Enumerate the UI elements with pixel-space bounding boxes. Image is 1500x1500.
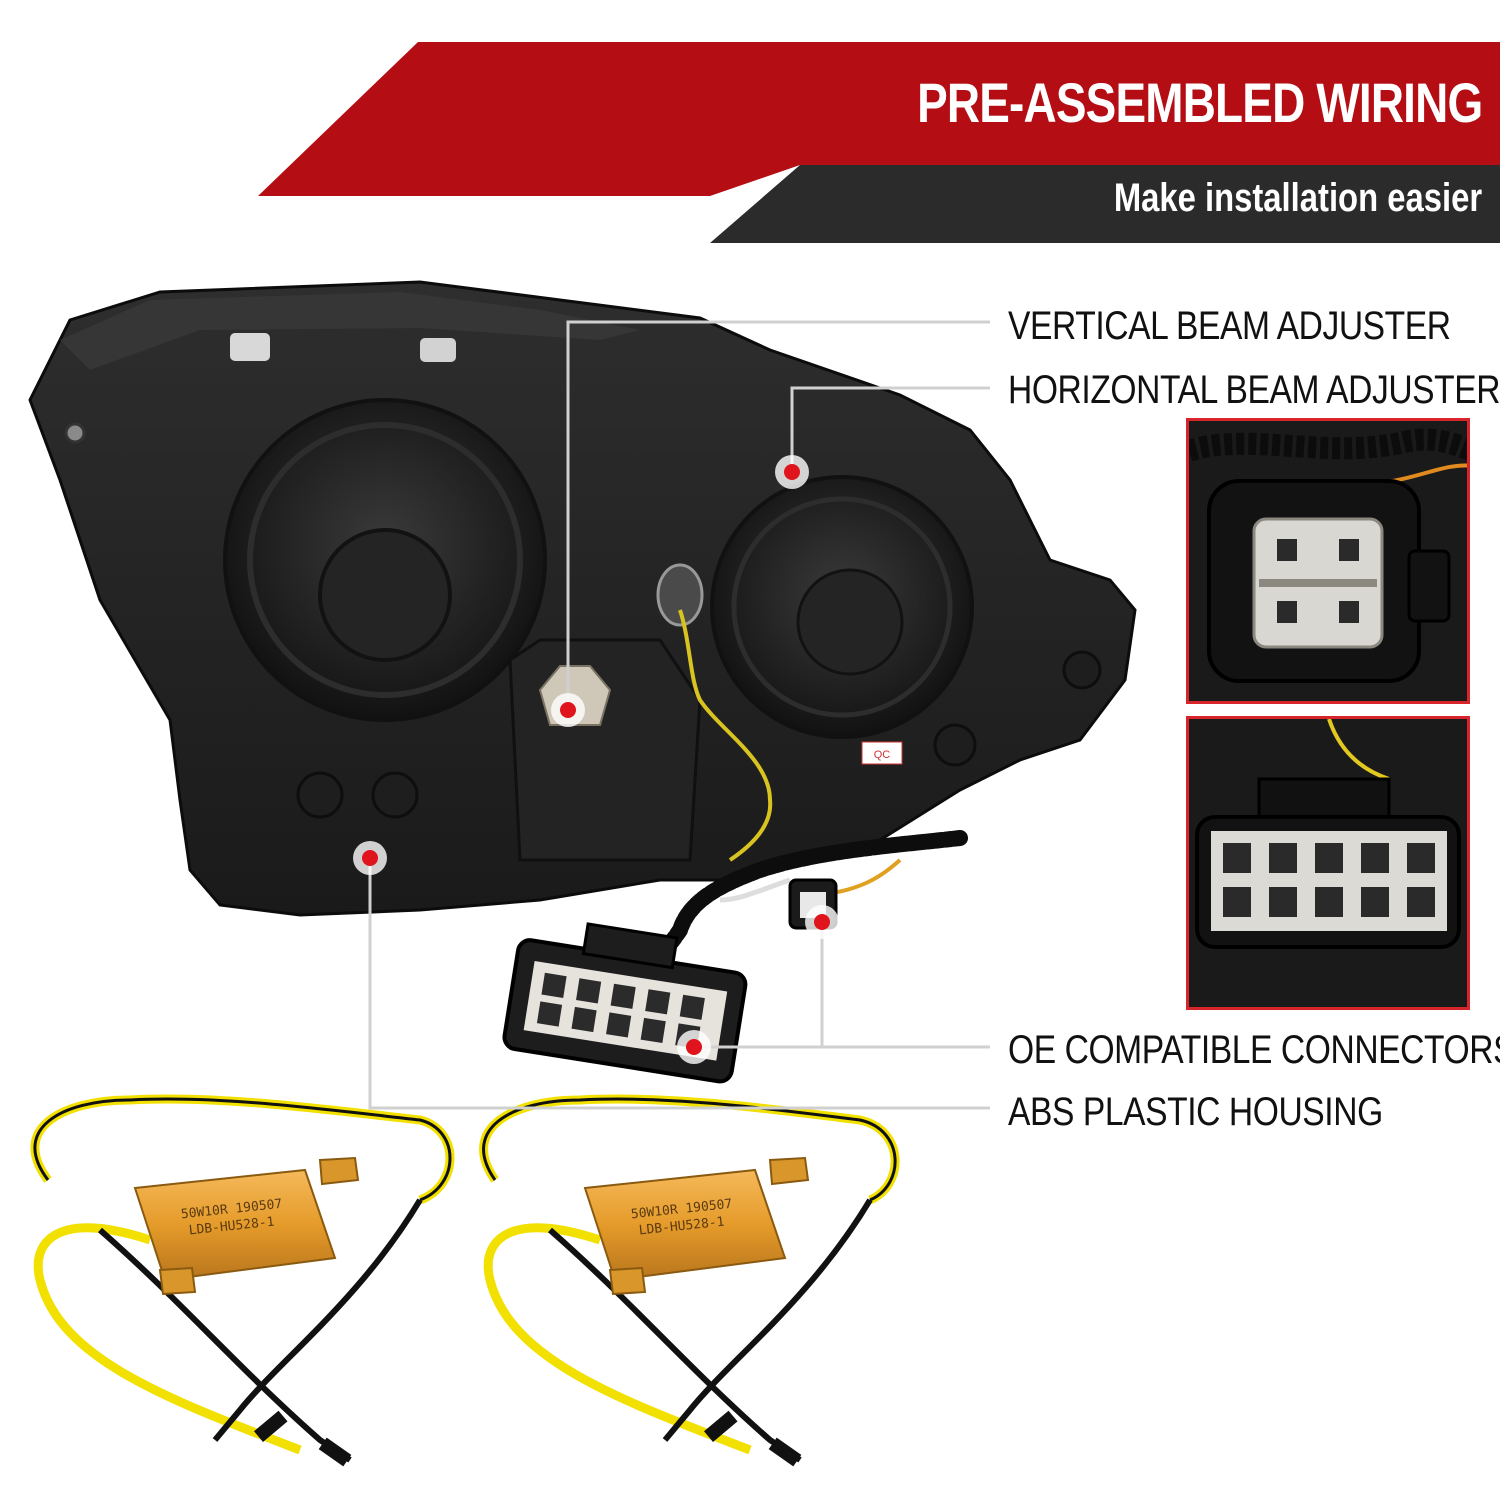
banner-title: PRE-ASSEMBLED WIRING [916,71,1483,134]
inset-four-pin-connector [1186,418,1470,704]
large-connector [502,922,748,1084]
leader-lines [368,320,990,1110]
marker-dots [353,455,839,1064]
inset-ten-pin-connector [1186,716,1470,1010]
dark-banner [710,165,1500,243]
banner-subtitle: Make installation easier [1113,176,1482,220]
red-banner [258,42,1500,196]
callout-horizontal-beam-adjuster: HORIZONTAL BEAM ADJUSTER [1008,368,1500,412]
qc-sticker: QC [874,749,891,761]
callout-oe-compatible-connectors: OE COMPATIBLE CONNECTORS [1008,1028,1500,1072]
callout-vertical-beam-adjuster: VERTICAL BEAM ADJUSTER [1008,304,1451,348]
load-resistor-right: 50W10R 190507 LDB-HU528-1 [479,1094,900,1467]
load-resistor-left: 50W10R 190507 LDB-HU528-1 [30,1094,455,1467]
callout-abs-plastic-housing: ABS PLASTIC HOUSING [1008,1090,1383,1134]
